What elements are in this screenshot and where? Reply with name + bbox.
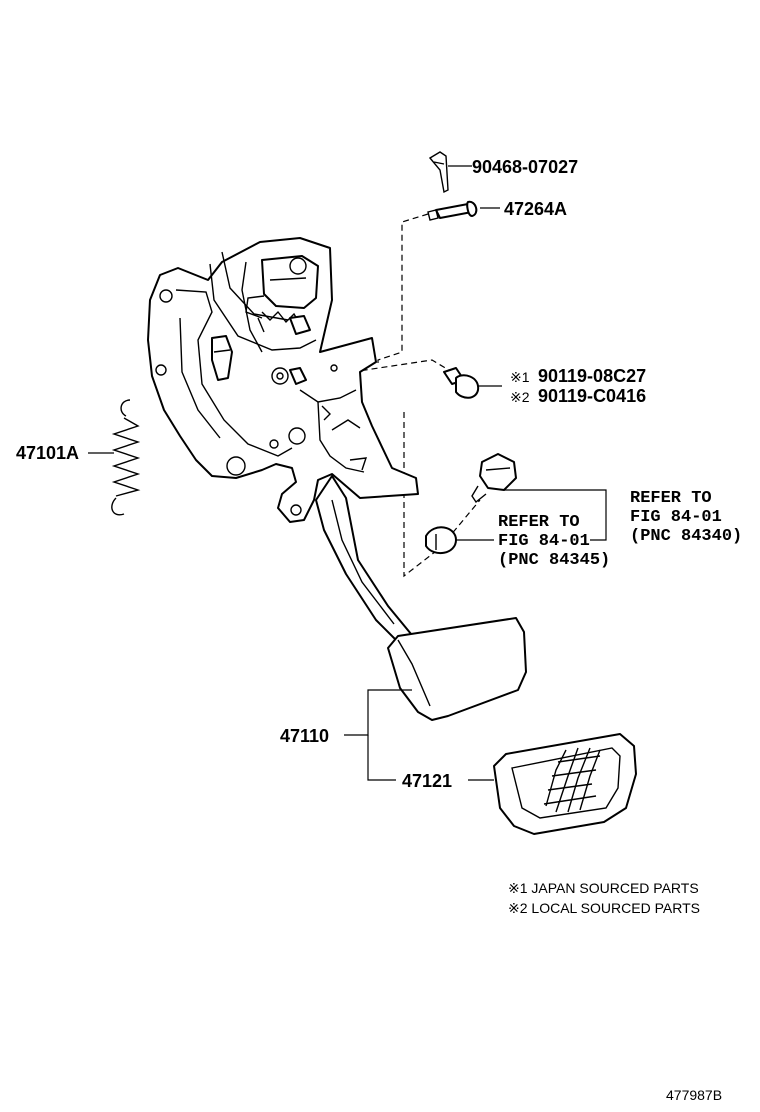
note-local-sourced: ※2 LOCAL SOURCED PARTS xyxy=(508,900,700,916)
note-japan-sourced: ※1 JAPAN SOURCED PARTS xyxy=(508,880,699,896)
leader-lines xyxy=(88,165,607,781)
marker-japan: ※1 xyxy=(510,369,530,385)
marker-local: ※2 xyxy=(510,389,530,405)
figure-code: 477987B xyxy=(666,1087,722,1103)
part-number-clip: 90468-07027 xyxy=(472,157,578,177)
bolt-drawing xyxy=(443,367,480,399)
pedal-pad-drawing xyxy=(493,733,637,835)
part-number-pedal: 47110 xyxy=(280,726,329,746)
ref-nut-line3: (PNC 84345) xyxy=(498,551,610,570)
part-number-spring: 47101A xyxy=(16,443,79,463)
ref-switch-line2: FIG 84-01 xyxy=(630,508,722,527)
return-spring-drawing xyxy=(111,399,141,516)
ref-nut-line2: FIG 84-01 xyxy=(498,532,590,551)
pedal-bracket-drawing xyxy=(147,237,419,523)
brake-pedal-drawing xyxy=(315,475,527,721)
ref-switch-line1: REFER TO xyxy=(630,489,712,508)
pin-drawing xyxy=(427,200,478,221)
part-number-pad: 47121 xyxy=(402,771,452,791)
ref-switch-line3: (PNC 84340) xyxy=(630,527,742,546)
part-number-bolt-1: 90119-08C27 xyxy=(538,366,646,386)
part-number-bolt-2: 90119-C0416 xyxy=(538,386,646,406)
stop-lamp-switch-drawing xyxy=(471,453,517,504)
ref-nut-line1: REFER TO xyxy=(498,513,580,532)
clip-drawing xyxy=(428,151,449,194)
nut-drawing xyxy=(425,526,457,555)
part-number-pin: 47264A xyxy=(504,199,567,219)
